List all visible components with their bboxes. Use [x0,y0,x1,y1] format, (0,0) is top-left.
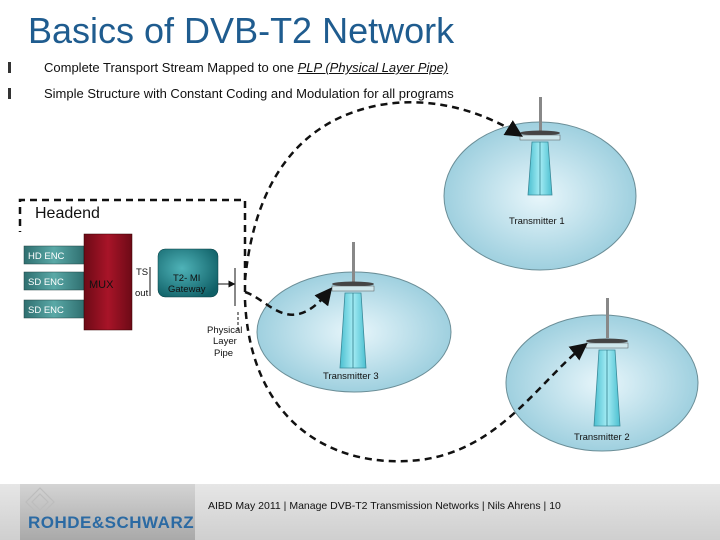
link-to-transmitter-1 [243,101,523,281]
footer-text: AIBD May 2011 | Manage DVB-T2 Transmissi… [208,500,561,512]
bullet-item-2: Simple Structure with Constant Coding an… [8,86,454,101]
plp-label-1: Physical [207,325,242,336]
headend-label: Headend [35,205,100,222]
bullet-text-2: Simple Structure with Constant Coding an… [44,86,454,101]
gateway-label-2: Gateway [168,284,206,295]
transmitter-1-label: Transmitter 1 [509,216,565,227]
bullet-item-1: Complete Transport Stream Mapped to one … [8,60,448,75]
encoder-label-hd: HD ENC [28,251,65,262]
gateway-label-1: T2- MI [173,273,200,284]
headend-boundary [18,198,247,292]
ts-label: TS [136,267,148,278]
company-logo: ROHDE&SCHWARZ [28,513,195,532]
encoder-sd-2: SD ENC [23,299,85,319]
link-to-transmitter-3 [244,287,333,316]
encoder-sd-1: SD ENC [23,271,85,291]
bullet-mark [8,62,11,73]
bullet-text-1: Complete Transport Stream Mapped to one [44,60,298,75]
encoder-label-sd-2: SD ENC [28,305,64,316]
tower-transmitter-1 [519,97,561,196]
logo-watermark [25,487,55,517]
plp-label-2: Layer [213,336,237,347]
footer-logo-area [20,484,195,540]
transmitter-2-label: Transmitter 2 [574,432,630,443]
page-title: Basics of DVB-T2 Network [28,10,455,51]
tower-transmitter-2 [585,298,629,427]
encoder-label-sd-1: SD ENC [28,277,64,288]
link-to-transmitter-2 [243,299,588,463]
t2mi-gateway: T2- MI Gateway [157,248,219,298]
bullet-mark [8,88,11,99]
encoder-hd: HD ENC [23,245,85,265]
transmitter-3-label: Transmitter 3 [323,371,379,382]
mux-label: MUX [89,279,114,291]
plp-link[interactable]: PLP (Physical Layer Pipe) [297,60,449,75]
out-label: out [135,288,149,299]
plp-label-3: Pipe [214,348,233,359]
tower-transmitter-3 [331,242,375,369]
mux-block: MUX [83,233,133,331]
